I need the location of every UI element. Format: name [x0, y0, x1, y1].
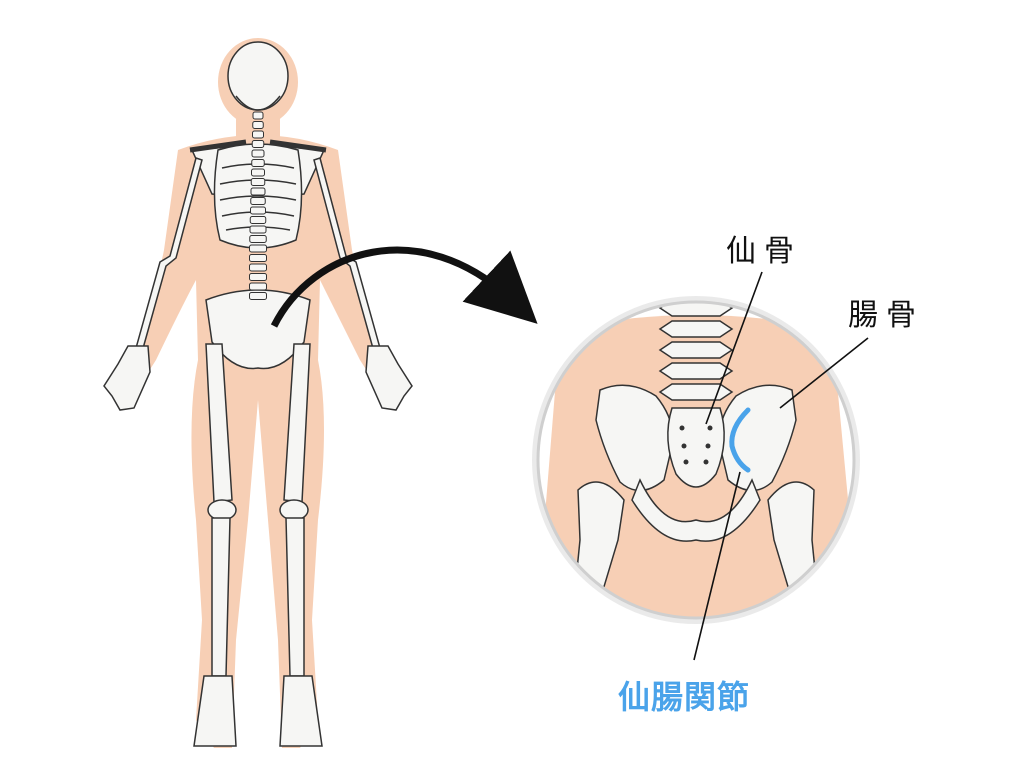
vertebra [249, 292, 267, 300]
skull [227, 41, 289, 111]
vertebra [252, 121, 264, 129]
zoom-inset-border [536, 300, 856, 620]
vertebra [251, 149, 265, 158]
label-sacroiliac-joint: 仙腸関節 [618, 678, 751, 716]
vertebra [249, 216, 267, 224]
vertebra [251, 159, 265, 167]
lumbar-vertebra [658, 320, 734, 338]
sacroiliac-joint-highlight [729, 407, 751, 473]
vertebra [249, 254, 267, 262]
left-foot [193, 675, 237, 747]
leader-ilium [779, 337, 869, 409]
full-body-figure [103, 38, 413, 748]
right-hand [365, 345, 413, 411]
vertebra [250, 206, 266, 215]
vertebra [250, 187, 266, 196]
vertebra [251, 140, 265, 148]
label-sacrum: 仙骨 [726, 234, 802, 269]
right-femur [283, 343, 311, 503]
vertebra [249, 282, 267, 291]
right-foot [279, 675, 323, 747]
left-hand [103, 345, 151, 411]
lumbar-vertebra [658, 383, 734, 401]
vertebra [251, 168, 265, 177]
vertebra [249, 244, 267, 253]
zoom-inset [532, 296, 860, 624]
lumbar-vertebra [658, 341, 734, 359]
skeleton [103, 41, 413, 747]
vertebra [250, 178, 266, 186]
vertebra [249, 263, 267, 272]
right-lower-leg [285, 517, 305, 677]
leader-sacroiliac-joint [693, 471, 741, 661]
left-lower-leg [211, 517, 231, 677]
left-femur [205, 343, 233, 503]
vertebra [249, 225, 267, 234]
vertebra [249, 235, 267, 243]
spine [249, 111, 267, 300]
vertebra [252, 130, 264, 139]
left-ilium [595, 384, 674, 492]
vertebra [249, 273, 267, 281]
sacrum [667, 407, 725, 488]
label-ilium: 腸骨 [848, 298, 924, 333]
vertebra [252, 111, 264, 120]
zoom-arrow [270, 246, 538, 328]
vertebra [250, 197, 266, 205]
leader-sacrum [705, 271, 763, 425]
lumbar-vertebra [658, 362, 734, 380]
